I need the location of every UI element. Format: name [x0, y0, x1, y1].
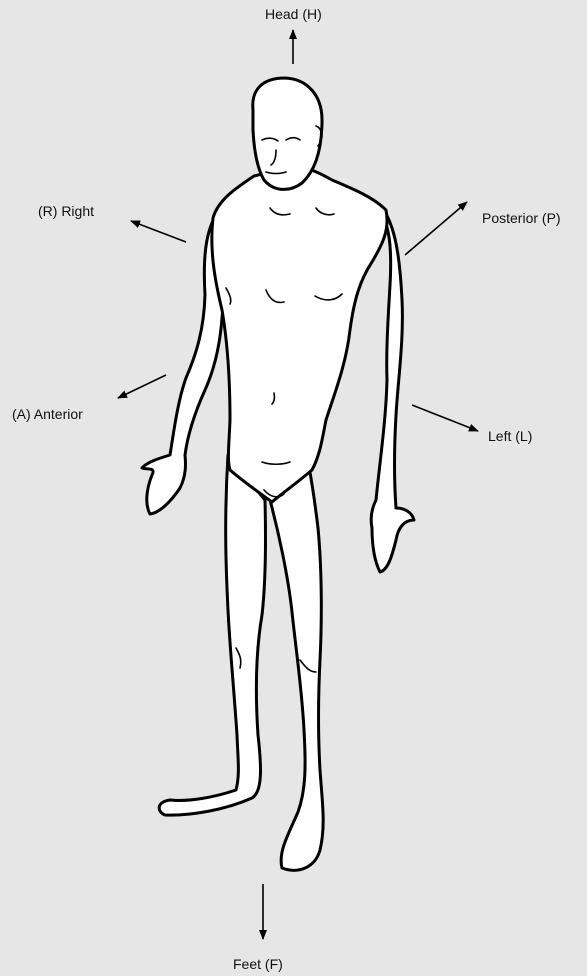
head-label: Head (H) [265, 6, 322, 22]
posterior-label: Posterior (P) [482, 210, 561, 226]
feet-label: Feet (F) [233, 956, 283, 972]
anterior-arrow-icon [118, 375, 166, 398]
human-body-figure [142, 78, 414, 870]
left-arrow-icon [412, 405, 478, 431]
left-leg [270, 452, 323, 870]
head [253, 78, 322, 189]
left-label: Left (L) [488, 428, 532, 444]
anterior-label: (A) Anterior [12, 406, 83, 422]
right-leg [159, 455, 265, 815]
posterior-arrow-icon [405, 202, 467, 255]
right-arrow-icon [131, 221, 186, 242]
left-arm [371, 210, 414, 572]
right-label: (R) Right [38, 203, 94, 219]
torso [212, 166, 387, 502]
